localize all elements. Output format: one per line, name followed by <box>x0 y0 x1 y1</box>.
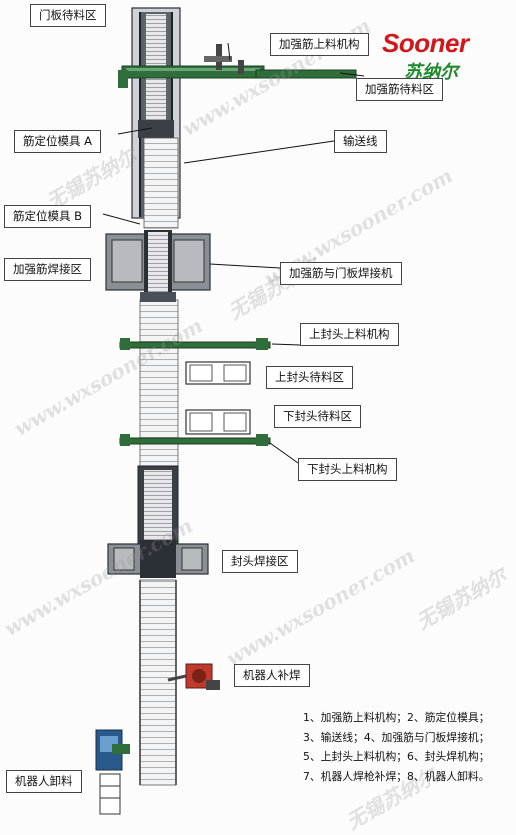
label-rib-door-weld: 加强筋与门板焊接机 <box>280 262 402 285</box>
label-upper-head-wait: 上封头待料区 <box>266 366 353 389</box>
label-door-wait: 门板待料区 <box>30 4 106 27</box>
label-robot-repair: 机器人补焊 <box>234 664 310 687</box>
logo-chinese: 苏纳尔 <box>404 62 458 83</box>
label-head-weld: 封头焊接区 <box>222 550 298 573</box>
label-rib-feed: 加强筋上料机构 <box>270 33 369 56</box>
repair-robot <box>167 663 220 690</box>
lower-head-rail <box>119 409 271 446</box>
label-lower-head-wait: 下封头待料区 <box>274 405 361 428</box>
legend-line: 7、机器人焊枪补焊；8、机器人卸料。 <box>303 769 490 783</box>
label-lower-head-feed: 下封头上料机构 <box>298 458 397 481</box>
legend-line: 3、输送线；4、加强筋与门板焊接机； <box>303 730 490 744</box>
rib-feed-gantry <box>118 44 357 88</box>
label-fixture-b: 筋定位模具 B <box>4 205 92 228</box>
label-fixture-a: 筋定位模具 A <box>14 130 102 153</box>
head-welding-unit <box>107 465 209 578</box>
label-rib-weld: 加强筋焊接区 <box>4 258 91 281</box>
leader-lines <box>102 42 365 464</box>
rib-welding-press <box>105 230 211 302</box>
label-conveyor: 输送线 <box>334 130 387 153</box>
label-upper-head-feed: 上封头上料机构 <box>300 323 399 346</box>
legend: 1、加强筋上料机构；2、筋定位模具； 3、输送线；4、加强筋与门板焊接机； 5、… <box>303 708 490 786</box>
legend-line: 5、上封头上料机构；6、封头焊机构； <box>303 750 490 764</box>
logo-brand: Sooner <box>382 28 469 58</box>
sooner-logo: Sooner 苏纳尔 <box>382 24 492 86</box>
label-rib-wait: 加强筋待料区 <box>356 78 443 101</box>
unload-robot <box>95 729 130 815</box>
upper-head-rail <box>119 338 271 385</box>
label-robot-unload: 机器人卸料 <box>6 770 82 793</box>
legend-line: 1、加强筋上料机构；2、筋定位模具； <box>303 711 490 724</box>
